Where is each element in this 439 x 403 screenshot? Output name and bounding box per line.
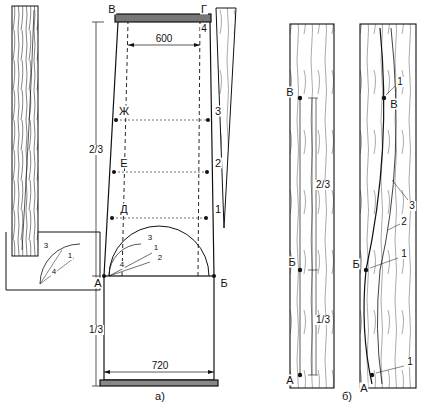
drawing-label: 1 <box>214 204 222 215</box>
drawing-label: 2 <box>157 254 163 262</box>
drawing-label: 1/3 <box>88 325 104 335</box>
drawing-label: 720 <box>151 361 170 371</box>
drawing-label: б) <box>341 390 353 401</box>
drawing-label: Б <box>287 257 296 268</box>
drawing-label: а) <box>154 390 166 401</box>
drawing-label: 2/3 <box>88 145 104 155</box>
inset-plank <box>6 6 100 290</box>
drawing-label: В <box>107 4 116 15</box>
drawing-label: 3 <box>43 242 49 250</box>
drawing-label: 3 <box>147 234 153 242</box>
wedge-sliver <box>216 8 236 228</box>
drawing-label: А <box>93 278 102 289</box>
drawing-label: 1 <box>153 244 159 252</box>
drawing-label: А <box>285 375 294 386</box>
view-b <box>290 24 416 388</box>
drawing-label: 3 <box>408 201 416 211</box>
drawing-label: 1 <box>400 249 408 259</box>
drawing-label: 4 <box>51 268 57 276</box>
view-a <box>92 14 218 386</box>
drawing-label: Ж <box>118 106 130 117</box>
drawing-label: В <box>389 99 398 110</box>
drawing-label: Д <box>119 204 128 215</box>
drawing-label: В <box>285 87 294 98</box>
drawing-label: Г <box>200 4 208 15</box>
drawing-label: Б <box>351 259 360 270</box>
drawing-label: А <box>359 383 368 394</box>
drawing-label: 2 <box>214 158 222 169</box>
drawing-label: Б <box>219 278 228 289</box>
drawing-label: 1 <box>406 357 414 367</box>
drawing-label: 2 <box>400 217 408 227</box>
drawing-label: Е <box>119 158 128 169</box>
drawing-label: 600 <box>155 34 174 44</box>
drawing-label: 1/3 <box>315 315 331 325</box>
drawing-label: 4 <box>200 24 208 34</box>
drawing-label: 1 <box>67 252 73 260</box>
drawing-label: 4 <box>119 261 125 269</box>
drawing-label: 1 <box>396 77 404 87</box>
drawing-label: 3 <box>214 106 222 117</box>
drawing-label: 2/3 <box>315 180 331 190</box>
